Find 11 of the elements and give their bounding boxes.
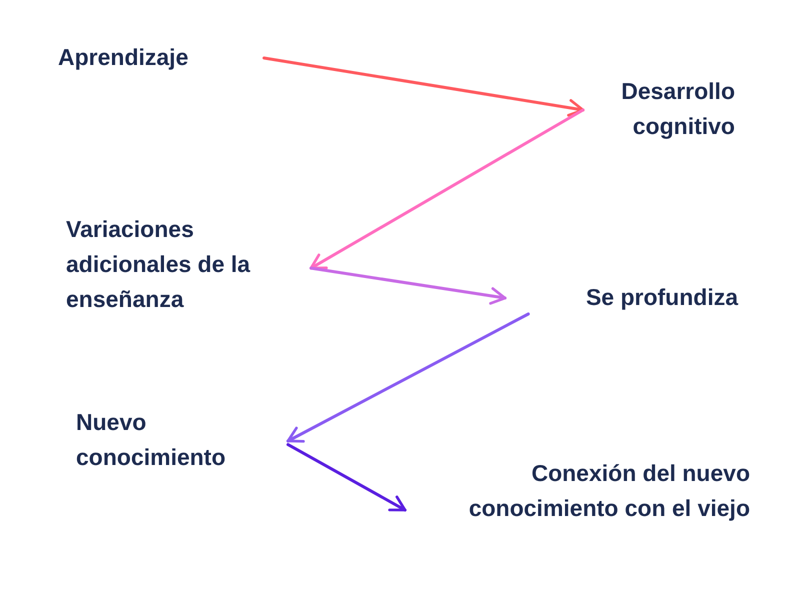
arrow [286, 443, 406, 512]
step-label: Variaciones adicionales de la enseñanza [66, 215, 252, 314]
arrow [286, 312, 530, 443]
step-label: Desarrollo cognitivo [620, 77, 735, 141]
step-label: Se profundiza [584, 283, 738, 312]
step-label: Nuevo conocimiento [76, 408, 227, 472]
step-label: Aprendizaje [58, 43, 190, 72]
arrow [262, 56, 584, 117]
arrow [310, 266, 506, 305]
step-label: Conexión del nuevo conocimiento con el viejo [468, 459, 750, 523]
arrow [310, 108, 584, 270]
